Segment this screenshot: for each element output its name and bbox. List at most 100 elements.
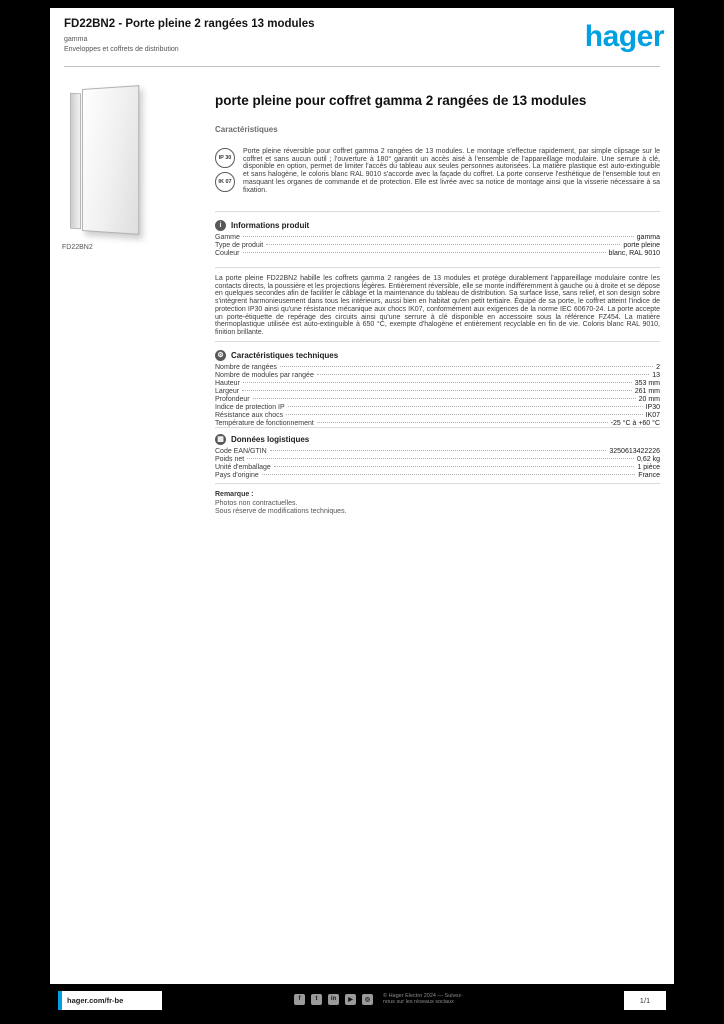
section-subtitle: Caractéristiques <box>215 125 278 134</box>
header-divider <box>64 66 660 67</box>
facebook-icon[interactable]: f <box>294 993 305 1005</box>
spec-row: Hauteur 353 mm <box>215 380 660 388</box>
spec-value: blanc, RAL 9010 <box>608 250 661 257</box>
dotted-leader <box>269 450 607 451</box>
divider <box>215 427 660 428</box>
accent-bar <box>58 991 62 1010</box>
spec-value: 13 <box>652 372 660 379</box>
spec-label: Hauteur <box>215 380 240 387</box>
spec-row: Température de fonctionnement-25 °C à +6… <box>215 420 660 428</box>
spec-label: Nombre de rangées <box>215 364 277 371</box>
spec-row: Résistance aux chocs IK07 <box>215 412 660 420</box>
divider <box>215 341 660 342</box>
spec-row: Couleur blanc, RAL 9010 <box>215 250 660 258</box>
dotted-leader <box>286 414 643 415</box>
spec-label: Profondeur <box>215 396 250 403</box>
linkedin-icon[interactable]: in <box>328 993 339 1005</box>
spec-value: 0,62 kg <box>637 456 660 463</box>
spec-value: France <box>638 472 660 479</box>
divider <box>215 211 660 212</box>
note-line: Sous réserve de modifications techniques… <box>215 508 347 515</box>
datasheet-page: FD22BN2 - Porte pleine 2 rangées 13 modu… <box>50 8 674 984</box>
website-link[interactable]: hager.com/fr-be <box>67 996 124 1005</box>
section-title: Caractéristiques techniques <box>231 351 339 360</box>
spec-value: 20 mm <box>638 396 660 403</box>
divider <box>215 483 660 484</box>
dotted-leader <box>266 244 621 245</box>
copyright-text: © Hager Electro 2024 — Suivez-nous sur l… <box>383 993 463 1005</box>
spec-label: Couleur <box>215 250 240 257</box>
spec-label: Indice de protection IP <box>215 404 285 411</box>
spec-label: Gamme <box>215 234 240 241</box>
spec-value: 1 pièce <box>637 464 660 471</box>
header-category-label: Enveloppes et coffrets de distribution <box>64 46 179 53</box>
info-icon: i <box>215 220 226 231</box>
spec-value: -25 °C à +60 °C <box>610 420 660 427</box>
package-icon: ▦ <box>215 434 226 445</box>
divider <box>215 267 660 268</box>
product-intro-text: Porte pleine réversible pour coffret gam… <box>243 148 660 194</box>
hager-logo: hager <box>584 20 665 53</box>
dotted-leader <box>261 474 636 475</box>
ik-rating-badge-icon: IK 07 <box>215 172 235 192</box>
spec-label: Code EAN/GTIN <box>215 448 267 455</box>
dotted-leader <box>279 366 654 367</box>
ip-rating-badge-icon: IP 30 <box>215 148 235 168</box>
header-range-label: gamma <box>64 36 88 43</box>
gear-icon: ⚙ <box>215 350 226 361</box>
spec-value: 353 mm <box>634 380 660 387</box>
spec-value: gamma <box>636 234 660 241</box>
spec-row: Nombre de modules par rangée 13 <box>215 372 660 380</box>
dotted-leader <box>247 458 635 459</box>
spec-row: Pays d'origine France <box>215 472 660 480</box>
spec-value: 2 <box>656 364 660 371</box>
spec-label: Résistance aux chocs <box>215 412 284 419</box>
spec-row: Gamme gamma <box>215 234 660 242</box>
dotted-leader <box>252 398 636 399</box>
instagram-icon[interactable]: ◎ <box>362 993 373 1005</box>
dotted-leader <box>242 382 632 383</box>
spec-label: Type de produit <box>215 242 264 249</box>
note-block: Remarque : Photos non contractuelles. So… <box>215 491 660 516</box>
header-product-title: FD22BN2 - Porte pleine 2 rangées 13 modu… <box>64 18 315 30</box>
dotted-leader <box>273 466 635 467</box>
dotted-leader <box>242 236 634 237</box>
dotted-leader <box>316 422 608 423</box>
product-image <box>58 85 144 236</box>
image-caption: FD22BN2 <box>62 244 93 251</box>
badge-column: IP 30 IK 07 <box>215 148 235 194</box>
youtube-icon[interactable]: ▶ <box>345 993 356 1005</box>
spec-label: Poids net <box>215 456 245 463</box>
section-title: Données logistiques <box>231 435 310 444</box>
spec-value: IK07 <box>645 412 660 419</box>
spec-row: Largeur 261 mm <box>215 388 660 396</box>
twitter-icon[interactable]: t <box>311 993 322 1005</box>
spec-row: Poids net 0,62 kg <box>215 456 660 464</box>
section-title: Informations produit <box>231 221 310 230</box>
note-line: Photos non contractuelles. <box>215 500 298 507</box>
spec-label: Pays d'origine <box>215 472 259 479</box>
dotted-leader <box>287 406 643 407</box>
spec-label: Largeur <box>215 388 240 395</box>
dotted-leader <box>316 374 650 375</box>
intro-block: IP 30 IK 07 Porte pleine réversible pour … <box>215 148 660 194</box>
door-panel-shape <box>82 85 140 235</box>
page-indicator: 1/1 <box>624 991 666 1010</box>
dotted-leader <box>242 252 606 253</box>
website-box: hager.com/fr-be <box>58 991 162 1010</box>
spec-row: Profondeur 20 mm <box>215 396 660 404</box>
spec-label: Nombre de modules par rangée <box>215 372 314 379</box>
spec-value: 261 mm <box>634 388 660 395</box>
section-header: i Informations produit <box>215 219 660 232</box>
page-title: porte pleine pour coffret gamma 2 rangée… <box>215 93 587 108</box>
door-spine-shape <box>70 92 81 230</box>
